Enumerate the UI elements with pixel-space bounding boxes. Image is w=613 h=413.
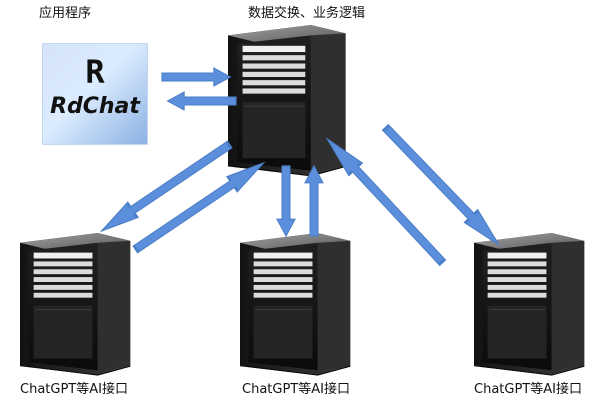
center-to-logo-arrow-left [168, 92, 236, 110]
center-to-left-arrow-down [97, 138, 234, 239]
ai-server-center-icon [240, 233, 350, 375]
logo-to-center-arrow-right [162, 68, 230, 86]
ai-interface-right-label: ChatGPT等AI接口 [474, 382, 582, 398]
center-to-right-arrow-down [380, 122, 506, 251]
center-to-middle-arrow-down [277, 166, 295, 236]
left-to-center-arrow-up [131, 156, 268, 257]
ai-server-right-icon [474, 233, 584, 375]
ai-interface-left-label: ChatGPT等AI接口 [20, 382, 128, 398]
ai-interface-center-label: ChatGPT等AI接口 [242, 382, 350, 398]
center-server-icon [228, 25, 346, 176]
ai-server-left-icon [20, 233, 130, 375]
middle-to-center-arrow-up [305, 166, 323, 236]
